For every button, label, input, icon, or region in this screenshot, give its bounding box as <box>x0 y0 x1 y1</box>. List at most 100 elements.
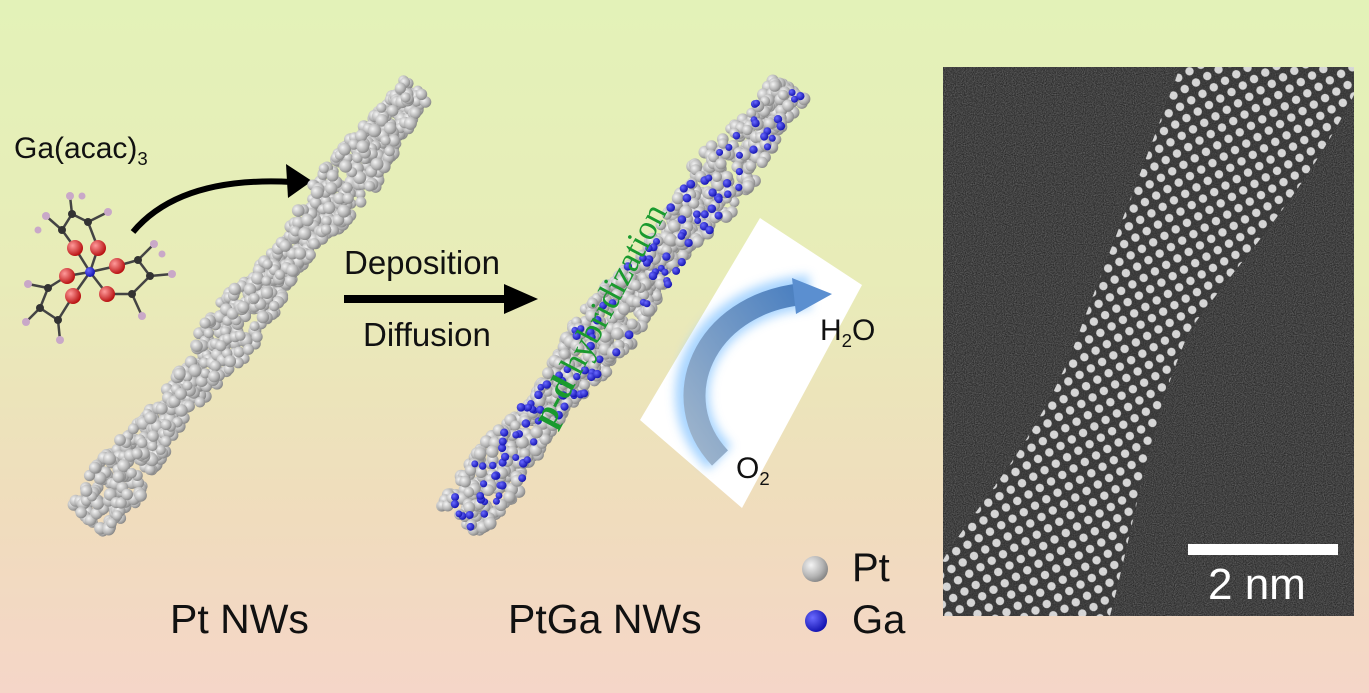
pt-atom <box>136 437 148 449</box>
pt-atom <box>173 367 186 381</box>
ga-atom <box>530 438 538 446</box>
ga-atom <box>573 372 581 381</box>
pt-atom <box>630 280 642 291</box>
pt-atom <box>708 151 719 163</box>
pt-atom <box>182 380 193 391</box>
pt-atom <box>188 364 202 377</box>
ptga-nanowire <box>436 74 811 536</box>
pt-atom <box>155 444 166 455</box>
pt-atom <box>763 117 776 130</box>
pt-atom <box>599 284 610 296</box>
ga-atom <box>555 371 563 380</box>
pt-atom <box>473 447 487 460</box>
ga-atom <box>572 331 581 340</box>
pt-atom <box>209 360 221 372</box>
pt-atom <box>147 430 159 442</box>
ga-atom <box>653 238 660 245</box>
pt-atom <box>75 506 87 519</box>
pt-atom <box>769 80 781 92</box>
pt-atom <box>355 188 366 200</box>
deposition-arrow <box>344 284 538 314</box>
pt-atom <box>114 434 126 446</box>
ga-atom <box>768 134 776 142</box>
ga-atom <box>498 481 507 490</box>
ga-atom <box>537 383 545 391</box>
ga-atom <box>492 497 500 505</box>
ga-atom <box>788 89 796 96</box>
pt-atom <box>256 310 270 324</box>
pt-atom <box>301 213 314 227</box>
pt-atom <box>199 317 211 329</box>
ga-atom <box>455 510 463 518</box>
pt-atom <box>318 163 329 174</box>
pt-atom <box>339 159 353 173</box>
ga-atom <box>577 325 585 333</box>
pt-atom <box>337 204 351 218</box>
pt-atom <box>705 140 718 152</box>
ga-atom <box>489 461 497 470</box>
pt-atom <box>677 249 689 261</box>
pt-atom <box>80 484 93 497</box>
pt-atom <box>262 259 273 270</box>
legend-pt-swatch <box>802 556 828 582</box>
ga-atom <box>735 168 744 176</box>
pt-atom <box>539 433 551 445</box>
pt-atom <box>368 124 381 138</box>
ga-atom <box>495 492 503 499</box>
ga-atom <box>580 366 590 375</box>
pt-atom <box>322 201 336 214</box>
ga-atom <box>498 443 507 453</box>
ga-atom <box>776 121 786 131</box>
ga-atom <box>498 437 507 446</box>
pt-atom <box>720 148 732 160</box>
pt-atom <box>745 160 757 172</box>
ga-atom <box>599 301 607 310</box>
stem-image <box>943 67 1354 616</box>
ga-atom <box>736 151 743 159</box>
ga-atom <box>686 179 696 189</box>
pt-atom <box>215 340 227 352</box>
ga-atom <box>672 266 681 275</box>
pt-atom <box>654 278 666 290</box>
pt-atom <box>249 321 260 332</box>
pt-atom <box>341 182 353 194</box>
ga-atom <box>479 462 487 470</box>
pt-atom <box>387 104 399 117</box>
pt-atom <box>376 102 387 113</box>
ga-atom <box>725 143 733 151</box>
ga-atom <box>536 405 545 414</box>
ga-atom <box>595 355 604 364</box>
pt-atom <box>615 275 629 288</box>
ga-atom <box>722 179 732 188</box>
ga-atom <box>716 148 724 156</box>
pt-atom <box>380 135 391 146</box>
ga-atom <box>663 280 673 289</box>
pt-atom <box>691 235 704 248</box>
pt-atom <box>268 300 280 312</box>
ga-atom <box>476 492 485 500</box>
pt-atom <box>93 471 107 485</box>
ga-atom <box>707 204 717 213</box>
pt-atom <box>203 327 214 339</box>
pt-atom <box>712 179 725 192</box>
pt-atom <box>355 129 368 142</box>
ga-atom <box>666 203 675 212</box>
pt-atom <box>688 197 700 209</box>
ga-atom <box>773 115 783 124</box>
ga-atom <box>715 195 723 204</box>
pt-atom <box>778 89 789 100</box>
pt-atom <box>629 261 642 275</box>
pt-atom <box>274 269 286 280</box>
ga-atom <box>677 215 687 224</box>
pt-atom <box>742 124 753 136</box>
ga-atom <box>645 244 653 253</box>
ga-atom <box>466 522 475 531</box>
ga-atom <box>608 299 617 307</box>
pt-atom <box>611 327 624 341</box>
pt-atom <box>251 271 264 285</box>
pt-atom <box>333 192 346 205</box>
pt-atom <box>261 275 272 286</box>
ga-atom <box>569 389 578 398</box>
ga-atom <box>525 403 532 411</box>
